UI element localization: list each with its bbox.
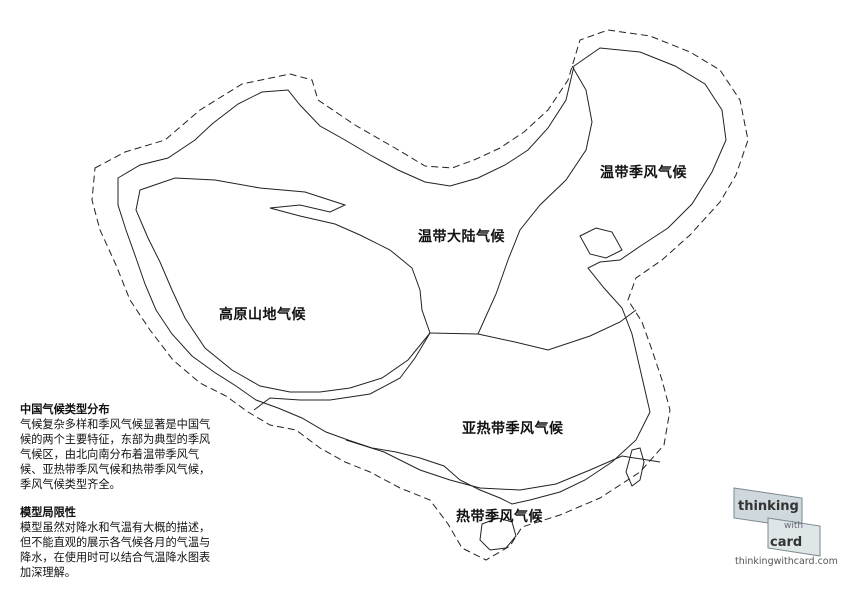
label-temperate-continental: 温带大陆气候 xyxy=(418,229,505,245)
distribution-title: 中国气候类型分布 xyxy=(20,403,110,416)
logo-url: thinkingwithcard.com xyxy=(735,556,838,567)
label-subtropical-monsoon: 亚热带季风气候 xyxy=(462,421,564,437)
temperate-divider xyxy=(477,65,593,335)
tropical-boundary xyxy=(345,439,661,491)
distribution-text: 气候复杂多样和季风气候显著是中国气候的两个主要特征，东部为典型的季风气候区，由北… xyxy=(20,418,211,491)
coastline-detail xyxy=(579,227,623,259)
plateau-boundary xyxy=(135,177,431,393)
label-plateau-mountain: 高原山地气候 xyxy=(219,307,306,323)
hainan-island xyxy=(479,517,517,551)
limitation-text: 模型虽然对降水和气温有大概的描述，但不能直观的展示各气候各月的气温与降水，在使用… xyxy=(20,521,211,579)
logo-word-card: card xyxy=(770,535,802,550)
thinkingwithcard-logo: thinking with card xyxy=(733,487,821,557)
taiwan-island xyxy=(625,447,645,487)
label-temperate-monsoon: 温带季风气候 xyxy=(600,165,687,181)
temperate-south-boundary xyxy=(429,309,637,351)
logo-word-thinking: thinking xyxy=(738,499,799,514)
plateau-subtropical-divider xyxy=(253,332,431,411)
limitation-title: 模型局限性 xyxy=(20,506,76,519)
notes-panel: 中国气候类型分布 气候复杂多样和季风气候显著是中国气候的两个主要特征，东部为典型… xyxy=(20,402,220,593)
label-tropical-monsoon: 热带季风气候 xyxy=(456,509,543,525)
china-outline xyxy=(117,47,727,505)
logo-word-with: with xyxy=(784,521,803,531)
